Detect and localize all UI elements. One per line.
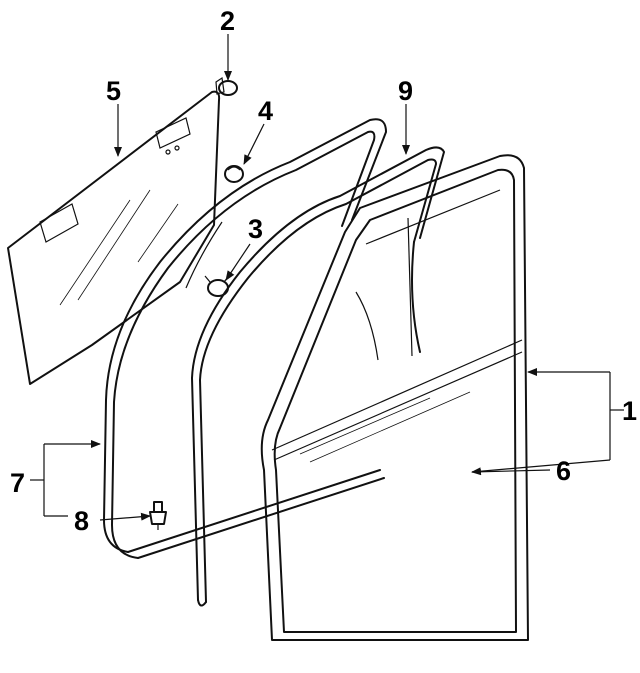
- leader-lines: [30, 34, 624, 521]
- callout-6: 6: [556, 456, 571, 486]
- callout-labels: 1 2 3 4 5 6 7 8 9: [10, 6, 637, 536]
- door-glass: [7, 90, 221, 385]
- callout-2: 2: [220, 6, 235, 36]
- callout-9: 9: [398, 76, 413, 106]
- small-clip: [224, 165, 244, 183]
- weatherstrip: [103, 118, 387, 559]
- door-shell: [260, 154, 529, 641]
- callout-5: 5: [106, 76, 121, 106]
- callout-8: 8: [74, 506, 89, 536]
- callout-7: 7: [10, 468, 25, 498]
- door-seal: [191, 146, 445, 607]
- callout-3: 3: [248, 214, 263, 244]
- callout-1: 1: [622, 396, 637, 426]
- callout-4: 4: [258, 96, 273, 126]
- upper-clip: [215, 76, 238, 96]
- retainer-clip: [149, 501, 167, 530]
